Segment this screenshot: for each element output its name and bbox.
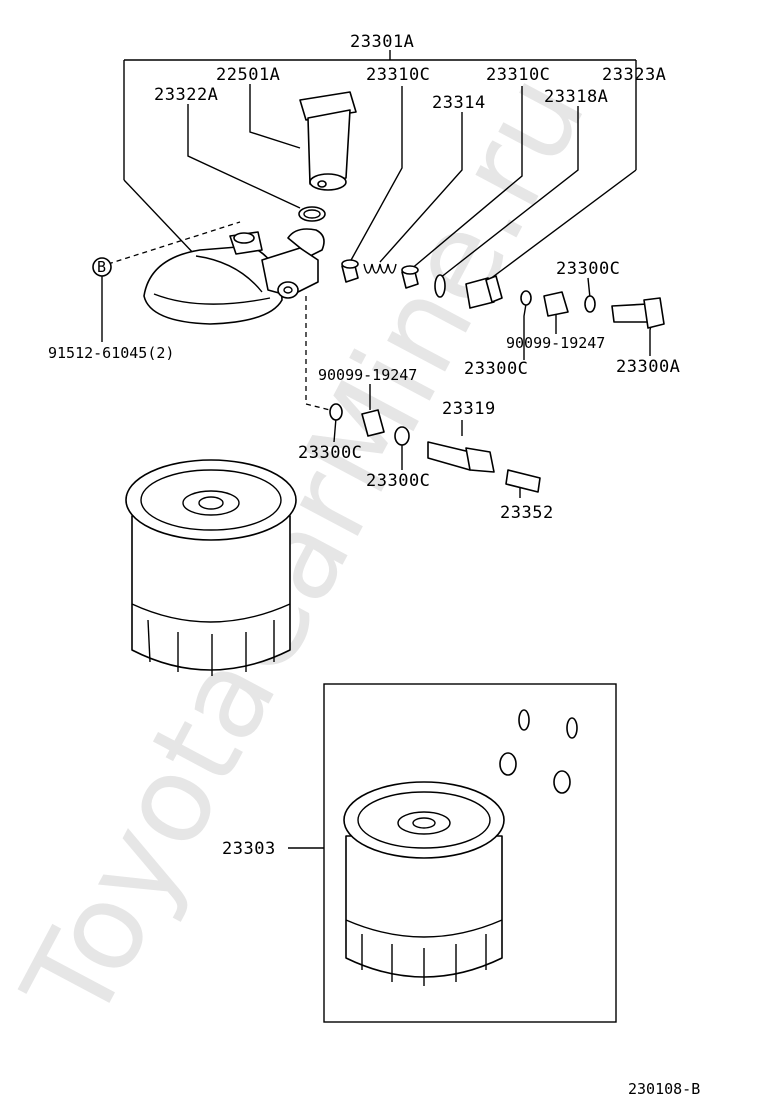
- label-23303: 23303: [222, 839, 276, 859]
- label-90099-a: 90099-19247: [506, 334, 605, 352]
- oil-filter-main: [125, 459, 297, 676]
- part-23300c-gasket-d: [394, 426, 410, 446]
- part-23300c-gasket-a: [584, 295, 596, 313]
- kit-gaskets: [499, 709, 578, 794]
- leader-lines: [101, 84, 653, 849]
- part-23310c-plug-b: [401, 265, 419, 289]
- label-23322a: 23322A: [154, 85, 218, 105]
- kit-box-23303: [323, 683, 617, 1023]
- part-labels: 23301A 22501A 23310C 23310C 23323A 23322…: [48, 32, 700, 1098]
- part-90099-collar-a: [543, 291, 569, 317]
- dashed-reference-lines: [107, 221, 331, 411]
- label-23310c-b: 23310C: [486, 65, 550, 85]
- label-23300c-b: 23300C: [464, 359, 528, 379]
- label-23300a: 23300A: [616, 357, 680, 377]
- label-22501a: 22501A: [216, 65, 280, 85]
- diagram-code: 230108-B: [628, 1080, 700, 1098]
- label-90099-b: 90099-19247: [318, 366, 417, 384]
- reference-marker-b: B: [92, 257, 112, 277]
- label-23318a: 23318A: [544, 87, 608, 107]
- label-23310c-a: 23310C: [366, 65, 430, 85]
- assembly-bracket: [123, 50, 637, 283]
- label-23319: 23319: [442, 399, 496, 419]
- label-23300c-a: 23300C: [556, 259, 620, 279]
- part-23322a-oring-inner: [303, 209, 321, 219]
- label-23314: 23314: [432, 93, 486, 113]
- part-23322a-oring: [298, 206, 326, 222]
- label-23300c-c: 23300C: [298, 443, 362, 463]
- part-23300a-union-bolt: [611, 297, 665, 329]
- part-23300c-gasket-c: [329, 403, 343, 421]
- label-23301a: 23301A: [350, 32, 414, 52]
- marker-b-label: B: [97, 258, 106, 276]
- part-90099-collar-b: [361, 409, 385, 437]
- label-91512: 91512-61045(2): [48, 344, 174, 362]
- part-22501a-cap: [299, 91, 357, 191]
- part-23318a-gasket: [434, 274, 446, 298]
- watermark-text: ToyotaCarMine.ru: [0, 53, 613, 1045]
- part-23310c-plug-a: [341, 259, 359, 283]
- part-23323a-plug: [465, 275, 503, 309]
- part-23319-union-bolt: [427, 441, 495, 473]
- part-23314-spring: [363, 263, 397, 274]
- label-23352: 23352: [500, 503, 554, 523]
- label-23323a: 23323A: [602, 65, 666, 85]
- part-23301a-bracket-body: [143, 228, 325, 325]
- part-23300c-gasket-b: [520, 290, 532, 306]
- oil-filter-kit: [343, 781, 505, 986]
- label-23300c-d: 23300C: [366, 471, 430, 491]
- part-23352-bleeder: [505, 469, 541, 493]
